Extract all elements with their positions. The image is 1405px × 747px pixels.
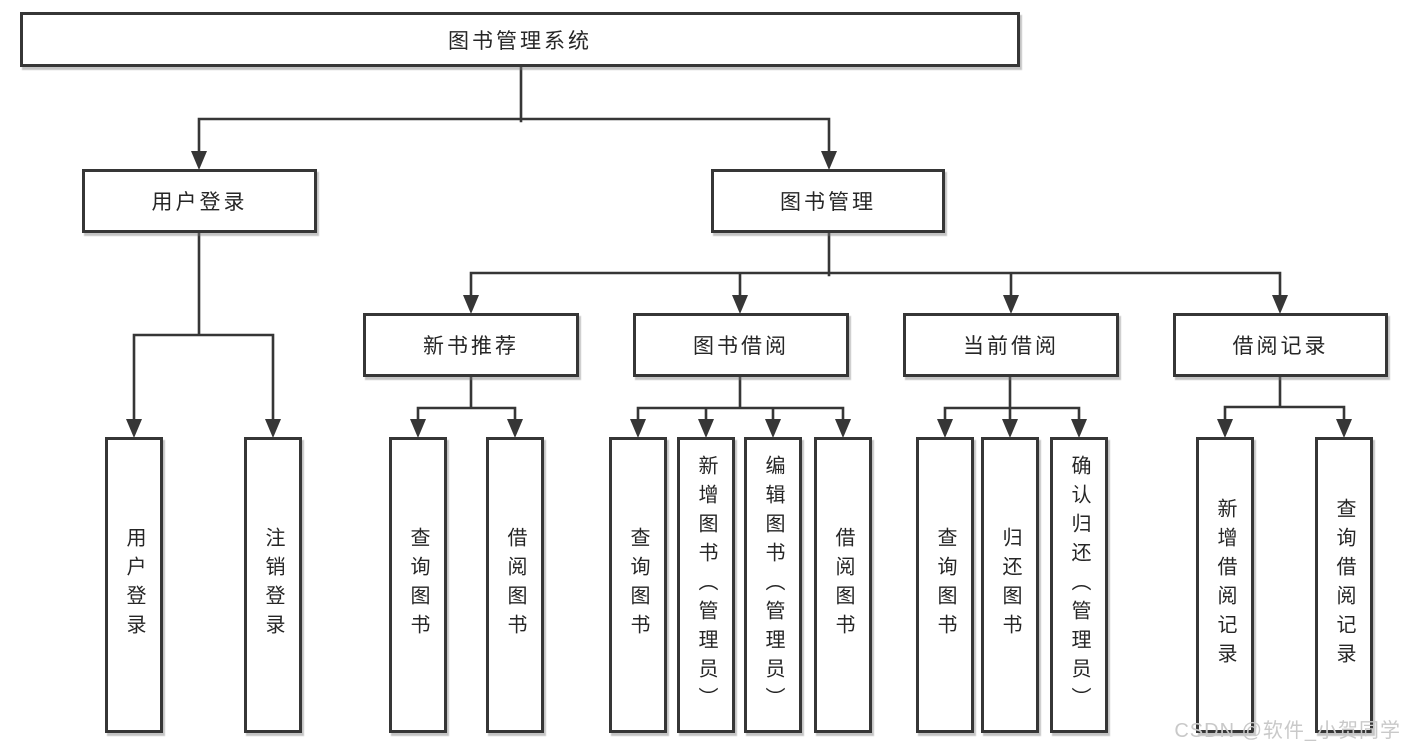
node-label: 借阅记录 [1232,335,1329,358]
node-label: 确认归还（管理员） [1068,454,1090,716]
leaf-query-books-current: 查询图书 [916,437,974,733]
node-label: 用户登录 [151,191,248,214]
node-label: 归还图书 [999,527,1021,643]
node-current-borrowing: 当前借阅 [903,313,1119,377]
node-label: 图书管理系统 [448,29,592,53]
leaf-logout: 注销登录 [244,437,302,733]
node-label: 新增图书（管理员） [695,454,717,716]
leaf-borrow-books: 借阅图书 [814,437,872,733]
watermark: CSDN @软件_小贺同学 [1174,720,1401,742]
node-label: 图书管理 [780,191,876,214]
node-user-login: 用户登录 [82,169,317,233]
node-label: 查询图书 [934,527,956,643]
node-label: 用户登录 [123,527,145,643]
leaf-query-books-recommend: 查询图书 [389,437,447,733]
node-label: 查询图书 [627,527,649,643]
node-library-system: 图书管理系统 [20,12,1020,67]
node-borrowing-records: 借阅记录 [1173,313,1388,377]
connector-path [132,65,1346,425]
node-book-management: 图书管理 [711,169,945,233]
leaf-return-book: 归还图书 [981,437,1039,733]
node-label: 查询图书 [407,527,429,643]
node-label: 图书借阅 [693,335,789,358]
node-label: 注销登录 [262,527,284,643]
leaf-borrow-books-recommend: 借阅图书 [486,437,544,733]
leaf-query-books-borrowing: 查询图书 [609,437,667,733]
leaf-query-borrow-record: 查询借阅记录 [1315,437,1373,733]
leaf-add-book-admin: 新增图书（管理员） [677,437,735,733]
node-label: 查询借阅记录 [1333,498,1355,672]
node-label: 编辑图书（管理员） [762,454,784,716]
node-label: 新增借阅记录 [1214,498,1236,672]
node-book-borrowing: 图书借阅 [633,313,849,377]
node-label: 当前借阅 [963,335,1059,358]
node-new-book-recommend: 新书推荐 [363,313,579,377]
leaf-confirm-return-admin: 确认归还（管理员） [1050,437,1108,733]
leaf-edit-book-admin: 编辑图书（管理员） [744,437,802,733]
node-label: 新书推荐 [423,335,519,358]
node-label: 借阅图书 [832,527,854,643]
leaf-user-login: 用户登录 [105,437,163,733]
node-label: 借阅图书 [504,527,526,643]
leaf-add-borrow-record: 新增借阅记录 [1196,437,1254,733]
